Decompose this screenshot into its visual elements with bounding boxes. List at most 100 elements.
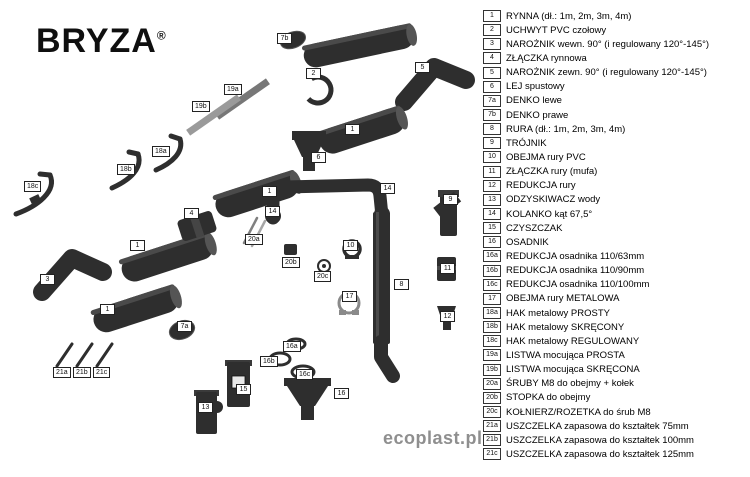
- legend-item-number: 21b: [483, 434, 501, 447]
- trap-reducer-b-part: [268, 351, 292, 367]
- legend-row: 21c USZCZELKA zapasowa do kształtek 125m…: [483, 447, 747, 461]
- legend-item-number: 15: [483, 222, 501, 235]
- legend-row: 21a USZCZELKA zapasowa do kształtek 75mm: [483, 419, 747, 433]
- metal-hook-adjustable-part: [13, 171, 54, 217]
- legend-row: 16c REDUKCJA osadnika 110/100mm: [483, 278, 747, 292]
- legend-item-label: REDUKCJA osadnika 110/100mm: [506, 279, 650, 291]
- legend-item-label: LISTWA mocująca PROSTA: [506, 349, 625, 361]
- legend-item-number: 13: [483, 193, 501, 206]
- legend-row: 18a HAK metalowy PROSTY: [483, 306, 747, 320]
- legend-item-label: HAK metalowy REGULOWANY: [506, 335, 640, 347]
- parts-diagram-illustration: [13, 23, 475, 434]
- legend-row: 16a REDUKCJA osadnika 110/63mm: [483, 249, 747, 263]
- legend-row: 16 OSADNIK: [483, 235, 747, 249]
- legend-row: 20b STOPKA do obejmy: [483, 391, 747, 405]
- legend-item-number: 18a: [483, 307, 501, 320]
- legend-item-number: 6: [483, 80, 501, 93]
- inner-corner-part: [33, 249, 112, 301]
- legend-row: 20c KOŁNIERZ/ROZETKA do śrub M8: [483, 405, 747, 419]
- legend-item-number: 7b: [483, 109, 501, 122]
- elbow-offset-part: [265, 178, 390, 225]
- legend-row: 16b REDUKCJA osadnika 110/90mm: [483, 264, 747, 278]
- legend-item-number: 21c: [483, 448, 501, 461]
- legend-row: 19a LISTWA mocująca PROSTA: [483, 348, 747, 362]
- sediment-trap-part: [284, 378, 331, 420]
- legend-item-label: KOŁNIERZ/ROZETKA do śrub M8: [506, 406, 651, 418]
- pipe-coupler-part: [437, 257, 456, 281]
- screw-parts: [242, 216, 267, 248]
- gutter-part-b: [118, 231, 217, 282]
- legend-row: 13 ODZYSKIWACZ wody: [483, 193, 747, 207]
- legend-item-number: 16b: [483, 264, 501, 277]
- pipe-reducer-part: [437, 306, 456, 330]
- legend-row: 6 LEJ spustowy: [483, 80, 747, 94]
- legend-item-label: TRÓJNIK: [506, 137, 547, 149]
- legend-row: 12 REDUKCJA rury: [483, 179, 747, 193]
- legend-item-label: RURA (dł.: 1m, 2m, 3m, 4m): [506, 123, 626, 135]
- legend-row: 19b LISTWA mocująca SKRĘCONA: [483, 363, 747, 377]
- gasket-parts: [55, 342, 114, 368]
- legend-row: 18b HAK metalowy SKRĘCONY: [483, 320, 747, 334]
- gutter-part-d: [316, 105, 408, 154]
- legend-item-label: NAROŻNIK zewn. 90° (i regulowany 120°-14…: [506, 67, 707, 79]
- legend-row: 1 RYNNA (dł.: 1m, 2m, 3m, 4m): [483, 9, 747, 23]
- legend-row: 7b DENKO prawe: [483, 108, 747, 122]
- metal-pipe-clamp-part: [337, 291, 361, 315]
- legend-item-label: OBEJMA rury METALOWA: [506, 293, 620, 305]
- legend-row: 21b USZCZELKA zapasowa do kształtek 100m…: [483, 433, 747, 447]
- clamp-foot-part: [284, 244, 297, 255]
- gutter-part-top: [302, 23, 418, 68]
- legend-item-number: 16a: [483, 250, 501, 263]
- legend-row: 11 ZŁĄCZKA rury (mufa): [483, 165, 747, 179]
- legend-item-number: 1: [483, 10, 501, 23]
- legend-item-number: 7a: [483, 94, 501, 107]
- legend-item-number: 21a: [483, 420, 501, 433]
- legend-item-label: UCHWYT PVC czołowy: [506, 24, 607, 36]
- legend-item-number: 16: [483, 236, 501, 249]
- legend-item-number: 18b: [483, 321, 501, 334]
- water-recovery-part: [194, 390, 223, 434]
- legend-item-label: CZYSZCZAK: [506, 222, 563, 234]
- legend-item-label: REDUKCJA osadnika 110/90mm: [506, 265, 645, 277]
- legend-item-label: OSADNIK: [506, 236, 549, 248]
- watermark: ecoplast.pl: [383, 428, 483, 448]
- end-cap-left-part: [168, 319, 196, 341]
- legend-row: 2 UCHWYT PVC czołowy: [483, 23, 747, 37]
- legend-item-number: 16c: [483, 278, 501, 291]
- tee-part: [433, 190, 462, 236]
- legend-item-label: REDUKCJA rury: [506, 180, 576, 192]
- outer-corner-part: [395, 58, 475, 111]
- legend-item-label: USZCZELKA zapasowa do kształtek 75mm: [506, 420, 689, 432]
- legend-item-number: 20b: [483, 391, 501, 404]
- legend-item-label: STOPKA do obejmy: [506, 392, 591, 404]
- cleanout-part: [225, 360, 252, 407]
- legend-row: 17 OBEJMA rury METALOWA: [483, 292, 747, 306]
- fixing-strip-straight-part: [215, 78, 270, 120]
- legend-item-number: 10: [483, 151, 501, 164]
- legend-row: 8 RURA (dł.: 1m, 2m, 3m, 4m): [483, 122, 747, 136]
- legend-item-number: 20c: [483, 406, 501, 418]
- rosette-part: [317, 259, 331, 273]
- legend-item-number: 9: [483, 137, 501, 150]
- legend-item-number: 12: [483, 179, 501, 192]
- legend-item-number: 8: [483, 123, 501, 136]
- legend-item-label: LISTWA mocująca SKRĘCONA: [506, 364, 640, 376]
- legend-item-label: HAK metalowy SKRĘCONY: [506, 321, 625, 333]
- legend-item-label: ZŁĄCZKA rury (mufa): [506, 166, 598, 178]
- legend-item-label: USZCZELKA zapasowa do kształtek 100mm: [506, 434, 694, 446]
- legend-item-label: REDUKCJA osadnika 110/63mm: [506, 250, 645, 262]
- gutter-bracket-part: [302, 74, 334, 106]
- legend-row: 14 KOLANKO kąt 67,5°: [483, 207, 747, 221]
- brand-logo: BRYZA®: [36, 22, 167, 61]
- legend-item-label: ODZYSKIWACZ wody: [506, 194, 601, 206]
- legend-item-label: ŚRUBY M8 do obejmy + kołek: [506, 378, 634, 390]
- legend-row: 15 CZYSZCZAK: [483, 221, 747, 235]
- legend-item-number: 14: [483, 208, 501, 221]
- legend-item-number: 11: [483, 165, 501, 178]
- pvc-pipe-clamp-part: [342, 239, 362, 259]
- legend-item-number: 2: [483, 24, 501, 37]
- legend-item-number: 3: [483, 38, 501, 51]
- gutter-part-c: [212, 169, 303, 218]
- legend-item-label: LEJ spustowy: [506, 81, 565, 93]
